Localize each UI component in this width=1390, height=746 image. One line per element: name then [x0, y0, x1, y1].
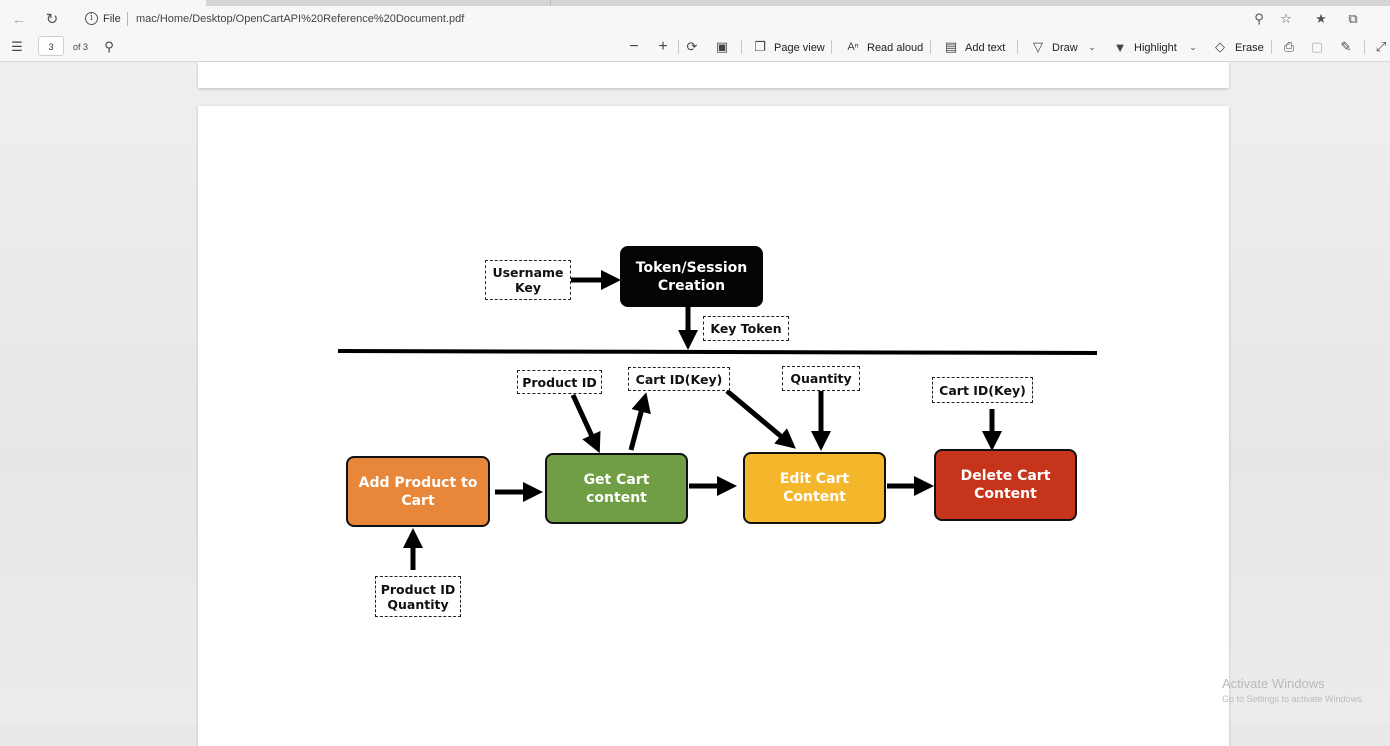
refresh-icon[interactable]: ↻ [45, 11, 59, 28]
quantity-tag: Quantity [782, 366, 860, 391]
file-label: File [103, 13, 121, 25]
read-aloud-icon[interactable]: Aⁿ [847, 41, 859, 53]
save-icon[interactable]: ▢ [1310, 39, 1324, 54]
pdf-page-current [198, 106, 1229, 746]
toolbar-separator [741, 40, 742, 54]
zoom-in-icon[interactable]: + [658, 38, 668, 55]
fullscreen-icon[interactable]: ⤢ [1375, 39, 1387, 54]
add-text-icon[interactable]: ▤ [944, 39, 958, 54]
pdf-toolbar: ☰ 3 of 3 ⚲ − + ⟳ ▣ ❐ Page view Aⁿ Read a… [0, 32, 1390, 62]
edit-cart-node: Edit Cart Content [743, 452, 886, 524]
diagram-arrows [337, 270, 1098, 570]
add-product-node: Add Product to Cart [346, 456, 490, 527]
favorite-add-icon[interactable]: ☆ [1280, 11, 1292, 26]
draw-chevron-down-icon[interactable]: ⌄ [1088, 41, 1096, 52]
zoom-icon[interactable]: ⚲ [1254, 11, 1264, 26]
rotate-icon[interactable]: ⟳ [686, 39, 698, 54]
search-icon[interactable]: ⚲ [104, 39, 114, 54]
print-icon[interactable]: ⎙ [1283, 39, 1295, 54]
highlight-button[interactable]: Highlight [1134, 42, 1177, 54]
address-divider [127, 12, 128, 26]
toolbar-separator [1271, 40, 1272, 54]
page-view-icon[interactable]: ❐ [754, 39, 766, 54]
eraser-icon[interactable]: ◇ [1215, 39, 1225, 54]
active-tab[interactable] [0, 0, 206, 6]
token-session-node: Token/Session Creation [620, 246, 763, 307]
arrow-cartid-to-editcart [725, 389, 796, 449]
toolbar-separator [1017, 40, 1018, 54]
document-viewer[interactable] [0, 62, 1390, 746]
draw-button[interactable]: Draw [1052, 42, 1078, 54]
highlight-chevron-down-icon[interactable]: ⌄ [1189, 41, 1197, 52]
zoom-out-icon[interactable]: − [629, 38, 639, 55]
url-text[interactable]: mac/Home/Desktop/OpenCartAPI%20Reference… [136, 13, 465, 25]
contents-list-icon[interactable]: ☰ [11, 39, 23, 54]
product-id-quantity-tag: Product ID Quantity [375, 576, 461, 617]
toolbar-separator [930, 40, 931, 54]
toolbar-separator [678, 40, 679, 54]
tab-strip [0, 0, 1390, 6]
address-bar: ← ↻ i File mac/Home/Desktop/OpenCartAPI%… [0, 6, 1390, 32]
save-as-icon[interactable]: ✎ [1340, 39, 1352, 54]
add-text-button[interactable]: Add text [965, 42, 1006, 54]
toolbar-separator [831, 40, 832, 54]
cart-id-key-tag-2: Cart ID(Key) [932, 377, 1033, 403]
read-aloud-button[interactable]: Read aloud [867, 42, 924, 54]
divider-line [337, 349, 1098, 355]
collections-icon[interactable]: ⧉ [1348, 11, 1358, 26]
back-arrow-icon[interactable]: ← [11, 10, 27, 28]
activate-windows-subtitle: Go to Settings to activate Windows. [1222, 694, 1365, 704]
info-icon[interactable]: i [85, 12, 98, 25]
page-number-input[interactable]: 3 [38, 36, 64, 56]
product-id-tag: Product ID [517, 370, 602, 394]
tab-separator [550, 0, 551, 6]
arrow-productid-to-getcart [570, 393, 601, 454]
get-cart-node: Get Cart content [545, 453, 688, 524]
delete-cart-node: Delete Cart Content [934, 449, 1077, 521]
erase-button[interactable]: Erase [1235, 42, 1264, 54]
draw-icon[interactable]: ▽ [1033, 39, 1043, 54]
page-count: of 3 [73, 42, 89, 52]
toolbar-separator [1364, 40, 1365, 54]
key-token-tag: Key Token [703, 316, 789, 341]
page-view-button[interactable]: Page view [774, 42, 825, 54]
fit-page-icon[interactable]: ▣ [715, 39, 729, 54]
username-key-tag: Username Key [485, 260, 571, 300]
favorites-icon[interactable]: ★ [1315, 11, 1327, 26]
cart-id-key-tag: Cart ID(Key) [628, 367, 730, 391]
highlight-icon[interactable]: ▼ [1113, 39, 1127, 55]
pdf-page-previous [198, 62, 1229, 88]
activate-windows-title: Activate Windows [1222, 676, 1325, 691]
arrow-getcart-to-cartid [628, 392, 651, 451]
